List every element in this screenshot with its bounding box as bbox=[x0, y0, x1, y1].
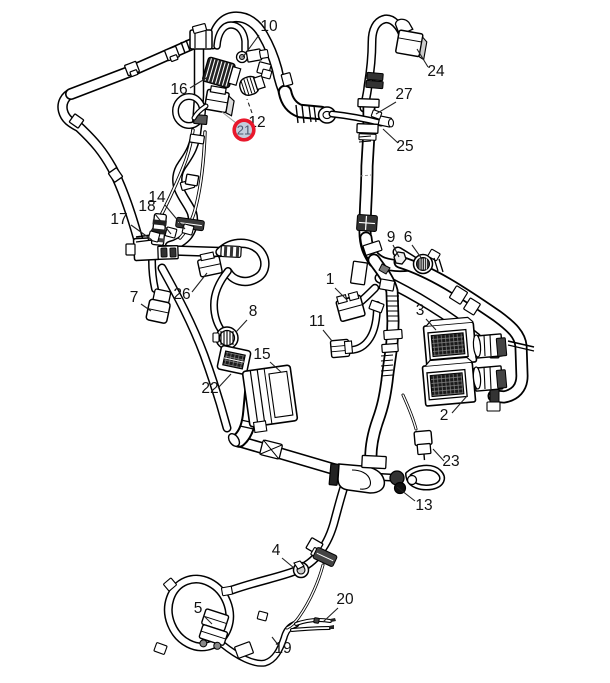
svg-text:13: 13 bbox=[415, 497, 432, 514]
svg-text:22: 22 bbox=[201, 380, 218, 397]
svg-text:3: 3 bbox=[416, 302, 425, 319]
svg-text:4: 4 bbox=[272, 542, 281, 559]
svg-text:15: 15 bbox=[253, 346, 270, 363]
svg-text:6: 6 bbox=[404, 229, 413, 246]
svg-text:19: 19 bbox=[274, 640, 291, 657]
svg-text:20: 20 bbox=[336, 591, 354, 608]
svg-text:26: 26 bbox=[173, 286, 190, 303]
svg-text:2: 2 bbox=[440, 407, 449, 424]
svg-text:27: 27 bbox=[395, 86, 412, 103]
svg-text:17: 17 bbox=[110, 211, 127, 228]
svg-text:25: 25 bbox=[396, 138, 413, 155]
svg-text:1: 1 bbox=[326, 271, 335, 288]
svg-text:10: 10 bbox=[260, 18, 278, 35]
svg-text:21: 21 bbox=[237, 123, 251, 138]
svg-text:11: 11 bbox=[309, 313, 325, 330]
svg-text:9: 9 bbox=[387, 229, 396, 246]
svg-text:7: 7 bbox=[130, 289, 139, 306]
svg-text:5: 5 bbox=[194, 600, 203, 617]
svg-text:8: 8 bbox=[249, 303, 258, 320]
svg-text:24: 24 bbox=[427, 63, 445, 80]
svg-text:23: 23 bbox=[442, 453, 459, 470]
svg-text:18: 18 bbox=[138, 198, 155, 215]
svg-text:16: 16 bbox=[170, 81, 187, 98]
svg-text:14: 14 bbox=[148, 189, 166, 206]
